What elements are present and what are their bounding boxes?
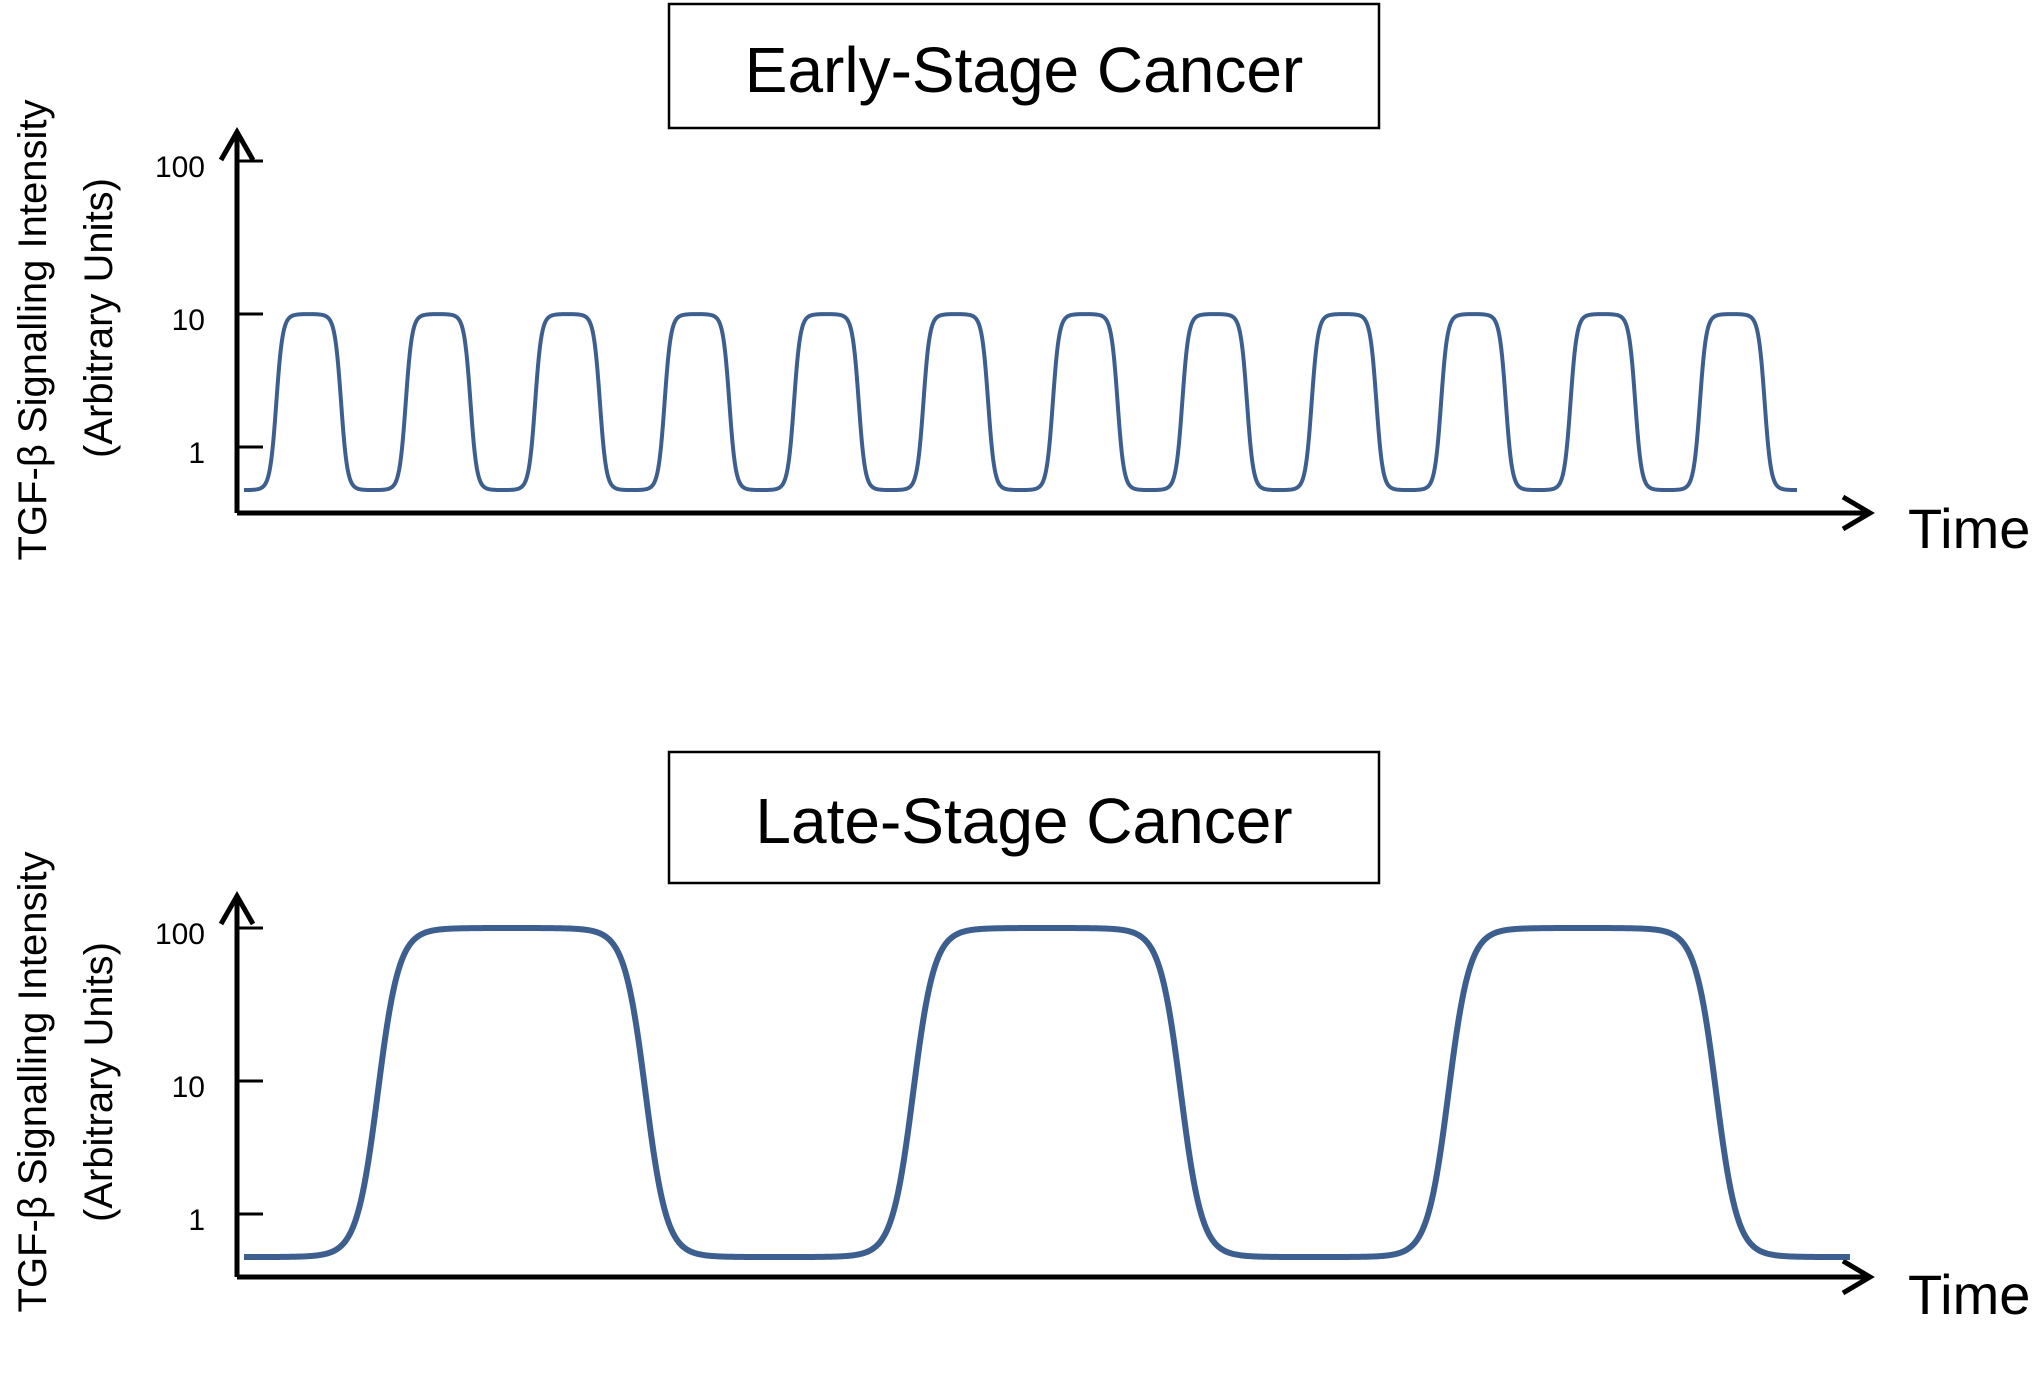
y-tick-label-1: 1: [188, 437, 205, 470]
chart-early-stage: Early-Stage Cancer TGF-β Signalling Inte…: [11, 2, 2030, 561]
y-axis-label-line-1: TGF-β Signalling Intensity: [11, 852, 55, 1313]
chart-late-stage: Late-Stage Cancer TGF-β Signalling Inten…: [11, 750, 2030, 1326]
y-tick-label-10: 10: [172, 1071, 205, 1104]
y-axis-label-line-1: TGF-β Signalling Intensity: [11, 100, 55, 561]
series-line-early-stage: [244, 312, 1797, 493]
x-axis-label: Time: [1908, 497, 2030, 560]
y-axis-label: TGF-β Signalling Intensity (Arbitrary Un…: [11, 100, 121, 561]
y-axis-label: TGF-β Signalling Intensity (Arbitrary Un…: [11, 852, 121, 1313]
y-tick-label-100: 100: [155, 918, 205, 951]
chart-title-box: [667, 750, 1381, 885]
x-axis-arrowhead: [1841, 1258, 1875, 1296]
y-axis-label-line-2: (Arbitrary Units): [77, 178, 121, 458]
y-ticks: 100 10 1: [155, 151, 263, 470]
y-axis-label-line-2: (Arbitrary Units): [77, 942, 121, 1222]
x-axis-arrowhead: [1841, 494, 1875, 532]
x-axis-label: Time: [1908, 1263, 2030, 1326]
y-tick-label-100: 100: [155, 151, 205, 184]
chart-title: Late-Stage Cancer: [755, 785, 1292, 857]
chart-title-box: [667, 2, 1381, 130]
series-line-late-stage: [244, 925, 1850, 1261]
y-axis-arrowhead: [218, 890, 256, 926]
y-tick-label-10: 10: [172, 304, 205, 337]
chart-title: Early-Stage Cancer: [745, 34, 1303, 106]
y-axis-arrowhead: [218, 126, 256, 162]
y-ticks: 100 10 1: [155, 918, 263, 1237]
y-tick-label-1: 1: [188, 1204, 205, 1237]
